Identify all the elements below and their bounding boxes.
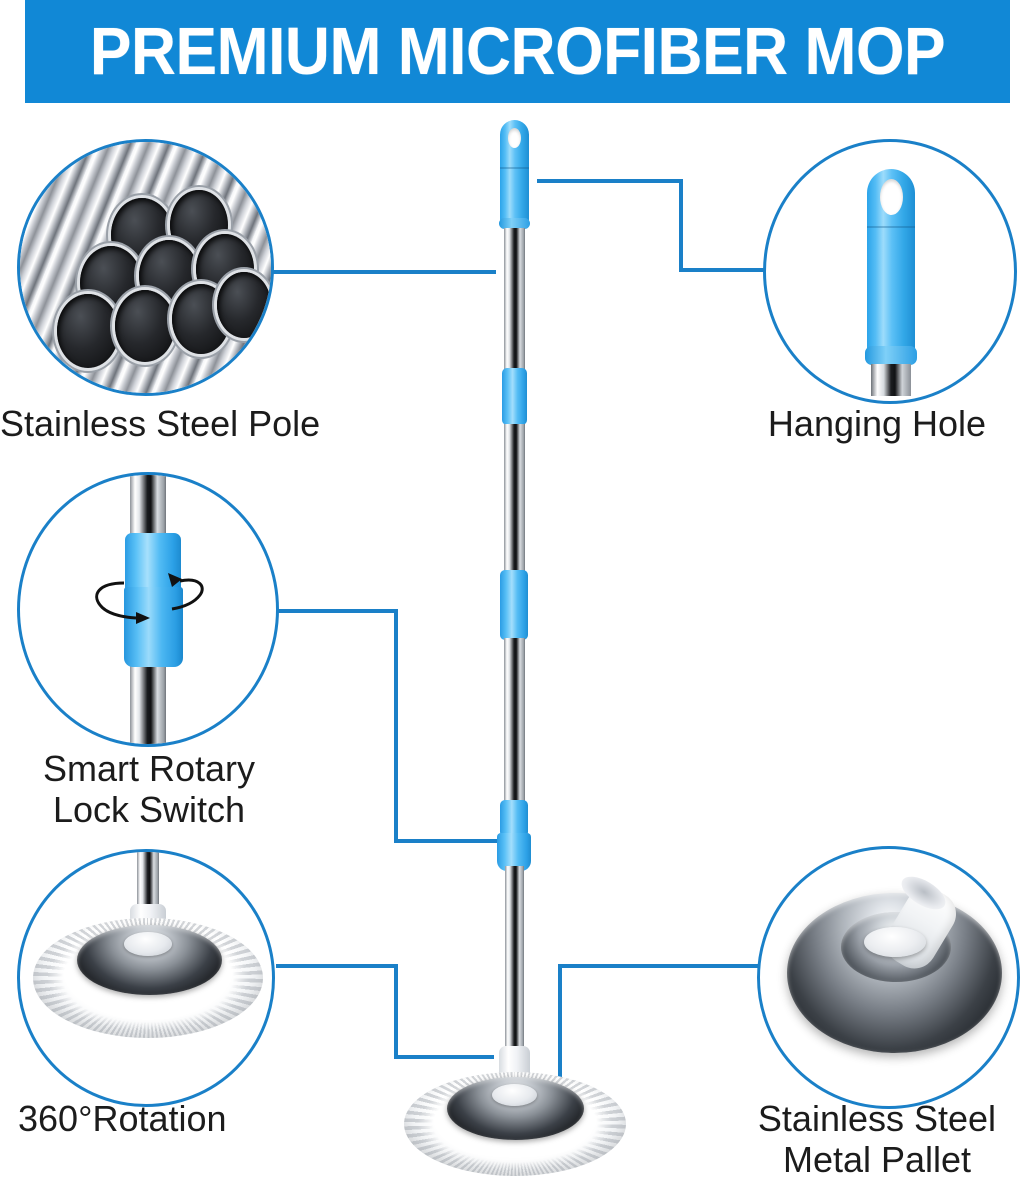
handle-seam [867,226,915,228]
mop-pole-bottom [505,866,524,1052]
callout-circle-hanging-hole [763,139,1017,404]
handle-collar [865,346,917,365]
mop-collar-3 [500,800,528,837]
mop-pole-upper [504,228,525,374]
mop-hanging-hole [508,128,521,148]
steel-tube-icon [57,294,119,368]
callout-label-360-rotation: 360°Rotation [18,1098,227,1139]
mop-collar-2 [500,570,528,640]
callout-circle-stainless-steel-pole [17,139,274,396]
mop-handle-seam [500,167,529,169]
callout-label-stainless-steel-metal-pallet: Stainless Steel Metal Pallet [757,1098,997,1180]
rotation-arrows-icon [95,573,204,624]
hanging-hole-icon [880,179,903,215]
steel-tube-icon [115,290,175,362]
callout-circle-stainless-steel-metal-pallet [757,846,1020,1109]
callout-label-stainless-steel-pole: Stainless Steel Pole [0,403,321,444]
callout-circle-360-rotation [17,849,275,1107]
callout-label-smart-rotary-lock-switch: Smart Rotary Lock Switch [42,748,256,830]
mop-head-hub [492,1084,537,1106]
rotary-lock-lower-icon [124,587,183,667]
pole-icon [137,852,159,910]
handle-ferrule-icon [871,364,911,396]
pallet-hub-icon [864,927,926,957]
mop-lock-ring [497,833,531,871]
mop-pole-middle [504,424,525,574]
callout-circle-smart-rotary-lock-switch [17,472,279,747]
mop-collar-1 [502,368,527,425]
mop-handle-collar [499,218,530,229]
steel-tube-icon [217,272,271,338]
page-title: PREMIUM MICROFIBER MOP [89,14,946,89]
header-banner [25,0,1010,103]
callout-label-hanging-hole: Hanging Hole [767,403,987,444]
mop-hub-icon [124,932,172,956]
mop-pole-lower [504,638,525,804]
